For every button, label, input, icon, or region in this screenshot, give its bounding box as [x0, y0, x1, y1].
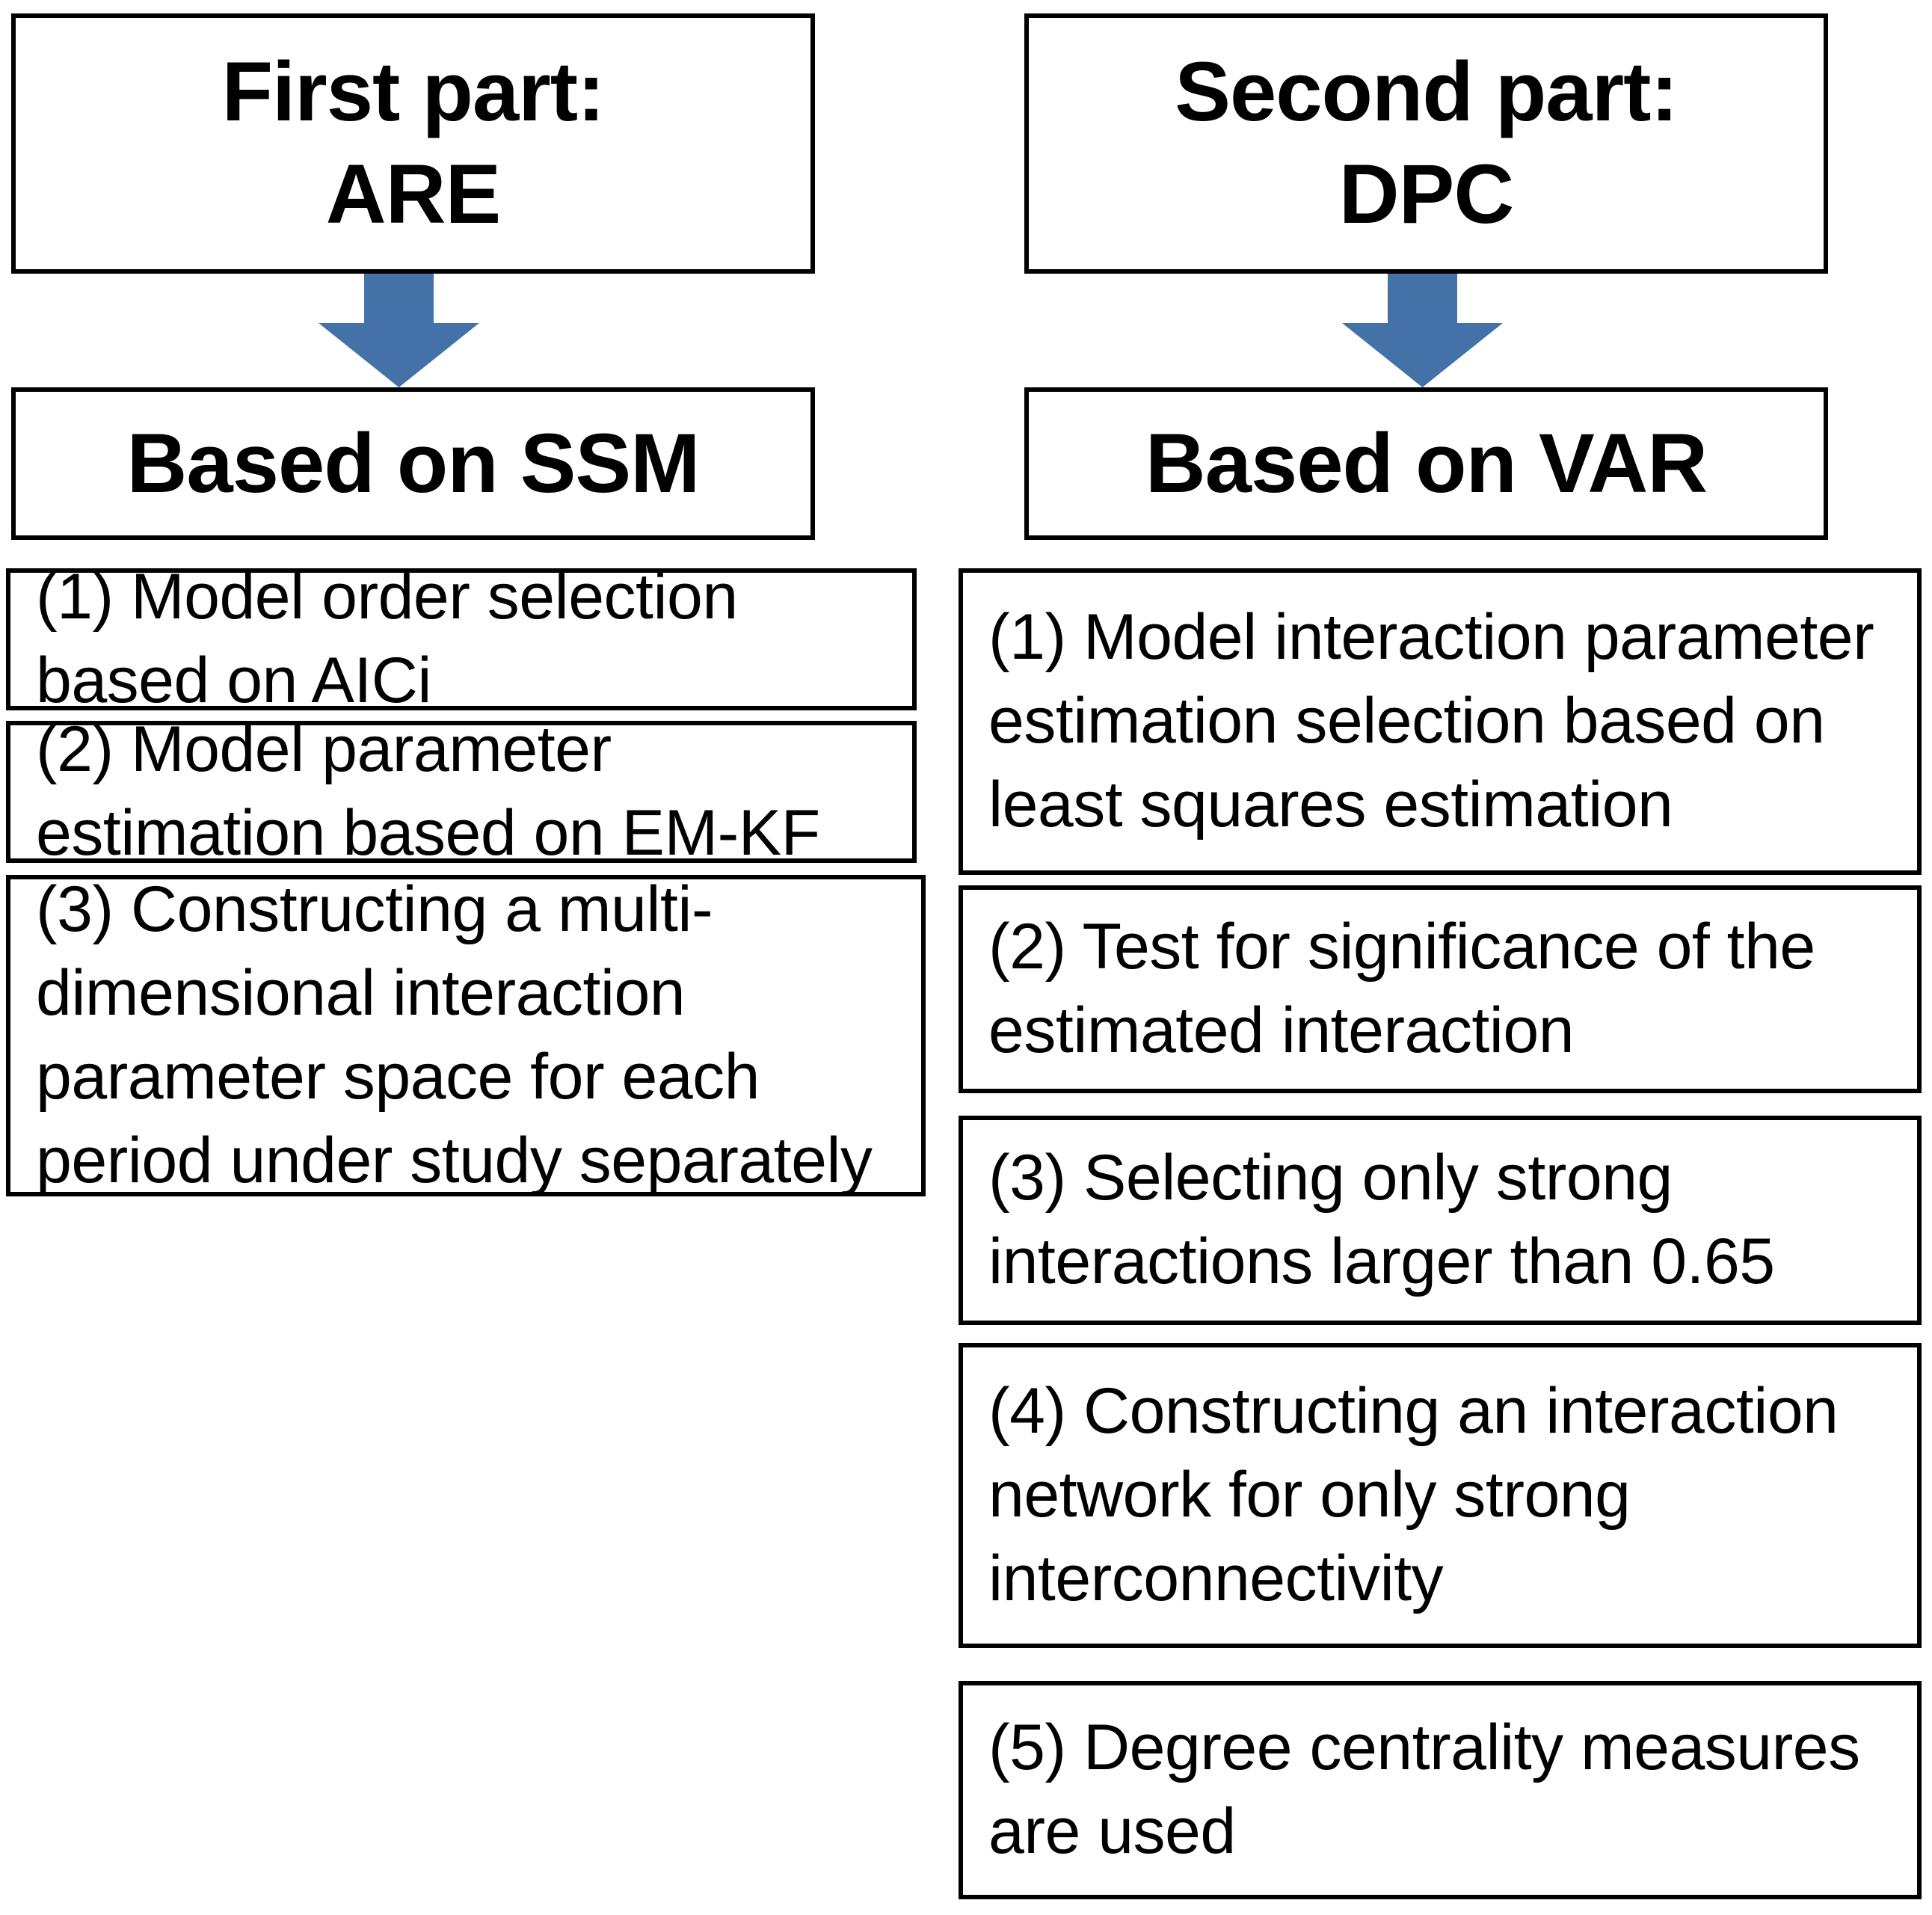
step-box-right-1: (1) Model interaction parameter estimati… [959, 568, 1922, 875]
header-title-line1: First part: [221, 45, 606, 139]
header-box-first-part: First part: ARE [11, 13, 815, 274]
stage-box-based-on-var: Based on VAR [1024, 387, 1828, 540]
step-text-left-1: (1) Model order selection based on AICi [36, 561, 738, 716]
step-box-left-3: (3) Constructing a multi-dimensional int… [6, 873, 926, 1196]
step-box-right-2: (2) Test for significance of the estimat… [959, 885, 1922, 1093]
step-text-right-4: (4) Constructing an interaction network … [988, 1375, 1839, 1614]
step-text-left-2: (2) Model parameter estimation based on … [36, 713, 820, 869]
stage-box-based-on-ssm: Based on SSM [11, 387, 815, 540]
header-title-line1-right: Second part: [1175, 45, 1679, 139]
step-text-right-1: (1) Model interaction parameter estimati… [988, 601, 1874, 840]
step-text-right-5: (5) Degree centrality measures are used [988, 1712, 1860, 1867]
header-title-line2: ARE [325, 147, 501, 241]
step-text-left-3: (3) Constructing a multi-dimensional int… [36, 873, 873, 1196]
stage-label-right: Based on VAR [1145, 416, 1708, 510]
step-box-right-4: (4) Constructing an interaction network … [959, 1343, 1922, 1648]
step-text-right-2: (2) Test for significance of the estimat… [988, 911, 1815, 1066]
step-text-right-3: (3) Selecting only strong interactions l… [988, 1142, 1775, 1297]
step-box-right-5: (5) Degree centrality measures are used [959, 1681, 1922, 1899]
down-arrow-left [319, 274, 479, 387]
header-title-line2-right: DPC [1338, 147, 1514, 241]
step-box-right-3: (3) Selecting only strong interactions l… [959, 1116, 1922, 1325]
header-box-second-part: Second part: DPC [1024, 13, 1828, 274]
stage-label-left: Based on SSM [126, 416, 701, 510]
step-box-left-2: (2) Model parameter estimation based on … [6, 713, 917, 869]
down-arrow-right [1342, 274, 1503, 387]
step-box-left-1: (1) Model order selection based on AICi [6, 561, 917, 716]
